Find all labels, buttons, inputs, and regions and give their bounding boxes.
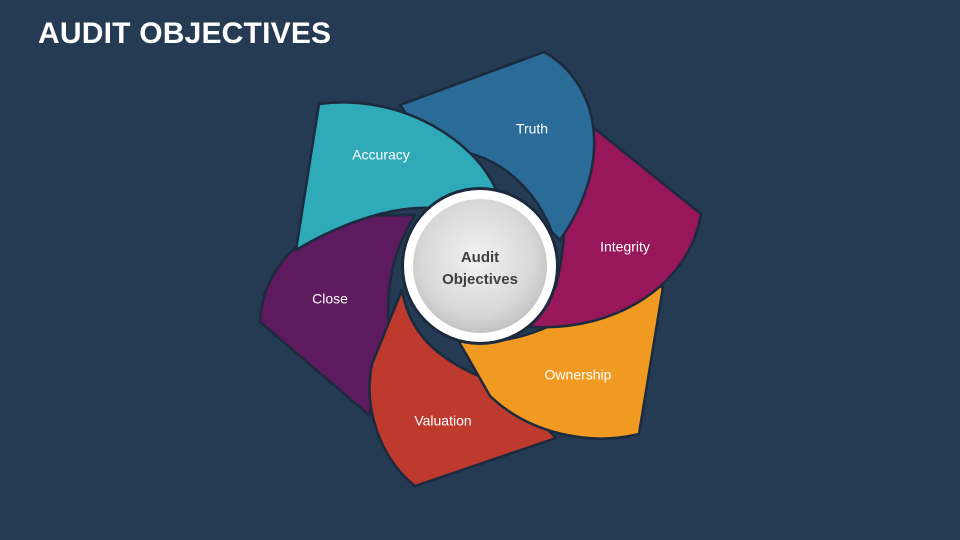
petal-valuation: Valuation <box>368 288 558 488</box>
hub-line-1: Audit <box>461 249 499 266</box>
petal-integrity-label: Integrity <box>600 239 650 255</box>
hub: Audit Objectives <box>401 187 559 345</box>
petal-ownership-label: Ownership <box>545 367 612 383</box>
petal-close-label: Close <box>312 291 348 307</box>
petal-accuracy-label: Accuracy <box>352 147 410 163</box>
petal-valuation-shape <box>368 288 558 488</box>
petal-truth-label: Truth <box>516 121 548 137</box>
hub-disc <box>413 199 547 333</box>
petal-valuation-label: Valuation <box>414 413 471 429</box>
hub-line-2: Objectives <box>442 271 518 288</box>
slide-title: AUDIT OBJECTIVES <box>38 17 332 50</box>
